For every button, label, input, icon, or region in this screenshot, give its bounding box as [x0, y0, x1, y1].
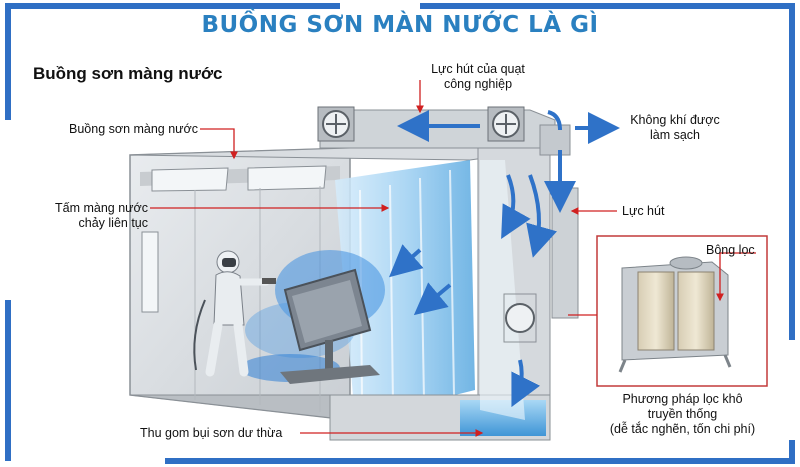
collection-tank: [329, 160, 551, 441]
label-water-curtain-line2: chảy liên tục: [78, 216, 148, 230]
label-dry-method-line2: truyền thống: [647, 407, 718, 421]
workpiece: [280, 268, 380, 384]
label-suction: Lực hút: [622, 204, 665, 218]
label-fan-suction: Lực hút của quạt công nghiệp: [408, 62, 548, 92]
dry-filter-inset: [596, 235, 768, 387]
label-collect: Thu gom bụi sơn dư thừa: [140, 426, 283, 440]
label-clean-air-line2: làm sạch: [649, 128, 701, 142]
painter-figure: [193, 250, 276, 377]
page-title: BUỒNG SƠN MÀN NƯỚC LÀ GÌ: [201, 12, 599, 38]
airflow-arrows: [388, 110, 620, 408]
leader-lines: [150, 80, 756, 437]
label-dry-method-note: (dễ tắc nghẽn, tốn chi phí): [609, 422, 756, 436]
water-curtain: [335, 160, 475, 420]
label-fan-line1: Lực hút của quạt: [431, 62, 525, 76]
label-clean-air-line1: Không khí được: [630, 113, 720, 127]
label-fan-line2: công nghiệp: [443, 77, 513, 91]
label-water-curtain-line1: Tấm màng nước: [55, 201, 148, 215]
diagram-subtitle: Buồng sơn màng nước: [33, 64, 223, 83]
label-water-curtain: Tấm màng nước chảy liên tục: [20, 201, 148, 231]
label-clean-air: Không khí được làm sạch: [615, 113, 735, 143]
label-dry-method-line1: Phương pháp lọc khô: [622, 392, 743, 406]
exhaust-duct: [317, 106, 579, 319]
label-booth: Buồng sơn màng nước: [69, 122, 198, 136]
label-dry-method: Phương pháp lọc khô truyền thống (dễ tắc…: [590, 392, 775, 437]
label-filter-cotton: Bông lọc: [706, 243, 755, 257]
